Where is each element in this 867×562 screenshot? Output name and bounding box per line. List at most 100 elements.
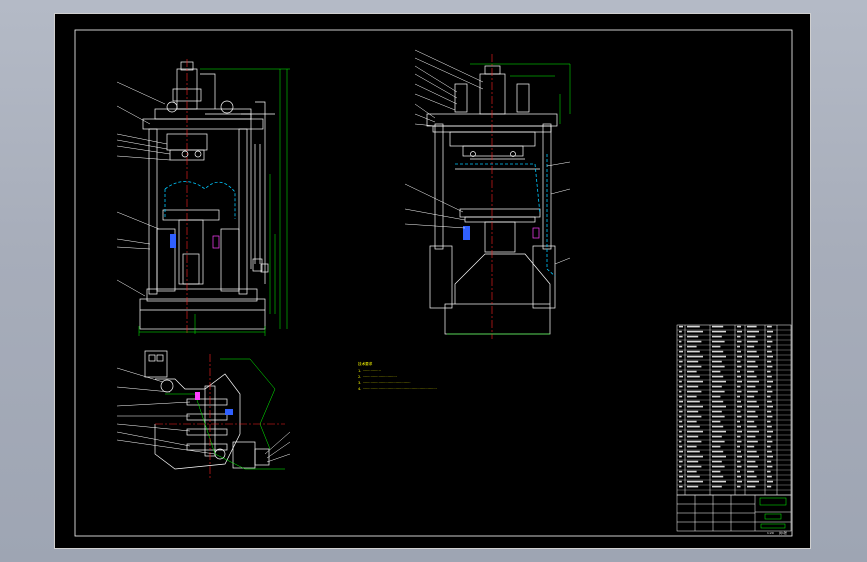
parts-cell-text [679,340,682,343]
technical-notes: 技术要求 1. ················ 2. ············… [358,361,437,391]
parts-cell-text [737,335,741,338]
parts-cell-text [687,460,699,463]
parts-cell-text [737,475,741,478]
parts-cell-text [737,450,741,453]
parts-cell-text [737,370,740,373]
parts-cell-text [687,475,700,478]
note-line: 技术要求 [358,361,373,366]
parts-cell-text [712,480,726,483]
parts-list-rows [677,329,791,491]
parts-cell-text [737,465,742,468]
title-code-box [760,523,786,529]
parts-cell-text [767,475,772,478]
parts-cell-text [679,470,683,473]
parts-cell-text [687,430,703,433]
parts-cell-text [737,480,742,483]
parts-cell-text [712,340,725,343]
parts-cell-text [687,390,702,393]
front-highlight [212,235,220,249]
parts-cell-text [737,365,742,368]
parts-cell-text [712,410,722,413]
parts-cell-text [687,350,700,353]
parts-cell-text [687,365,702,368]
parts-cell-text [679,365,682,368]
title-name-box [759,497,787,506]
parts-cell-text [679,380,682,383]
parts-cell-text [712,325,724,328]
parts-cell-text [747,345,755,348]
parts-cell-text [679,465,682,468]
parts-cell-text [737,340,742,343]
parts-cell-text [679,475,683,478]
parts-cell-text [712,475,724,478]
parts-cell-text [737,395,740,398]
parts-cell-text [679,345,683,348]
parts-cell-text [747,325,757,328]
parts-cell-text [767,345,771,348]
parts-cell-text [712,445,721,448]
parts-cell-text [679,355,682,358]
parts-cell-text [712,465,725,468]
parts-cell-text [687,370,697,373]
top-view [144,350,270,470]
parts-cell-text [747,470,755,473]
parts-cell-text [712,435,722,438]
parts-cell-text [737,355,742,358]
parts-cell-text [712,485,722,488]
parts-cell-text [767,360,772,363]
parts-cell-text [767,335,772,338]
parts-cell-text [737,460,741,463]
parts-cell-text [747,375,757,378]
parts-cell-text [679,445,683,448]
parts-cell-text [712,375,724,378]
parts-cell-text [687,425,700,428]
parts-cell-text [679,420,683,423]
parts-cell-text [679,400,683,403]
parts-cell-text [737,405,742,408]
parts-cell-text [712,385,722,388]
parts-cell-text [767,370,771,373]
parts-cell-text [687,345,697,348]
parts-cell-text [687,420,697,423]
top-leaders [116,367,291,463]
parts-cell-text [767,380,773,383]
top-highlight [195,392,200,400]
parts-cell-text [767,420,771,423]
parts-cell-text [737,360,741,363]
parts-cell-text [679,480,682,483]
parts-cell-text [747,455,759,458]
parts-cell-text [712,455,726,458]
parts-cell-text [712,405,726,408]
parts-cell-text [767,435,772,438]
title-block [676,494,792,532]
parts-cell-text [767,445,771,448]
parts-cell-text [679,325,683,328]
parts-cell-text [737,375,741,378]
parts-cell-text [712,365,725,368]
parts-cell-text [747,370,755,373]
parts-cell-text [737,350,741,353]
parts-cell-text [712,420,721,423]
parts-cell-text [767,350,772,353]
parts-cell-text [767,410,772,413]
front-leaders [116,81,171,297]
parts-cell-text [712,355,726,358]
parts-cell-text [767,485,772,488]
parts-cell-text [767,395,771,398]
parts-cell-text [687,375,700,378]
parts-cell-text [679,370,683,373]
top-outline-green [220,358,276,450]
parts-cell-text [687,385,699,388]
parts-cell-text [737,440,742,443]
parts-cell-text [737,330,742,333]
parts-cell-text [712,395,721,398]
parts-cell-text [767,340,773,343]
parts-cell-text [679,335,683,338]
parts-cell-text [747,420,755,423]
parts-cell-text [747,445,755,448]
parts-cell-text [687,480,703,483]
title-scale: 1:20 [767,531,774,535]
parts-cell-text [767,430,773,433]
parts-cell-text [687,380,703,383]
parts-cell-text [767,355,773,358]
